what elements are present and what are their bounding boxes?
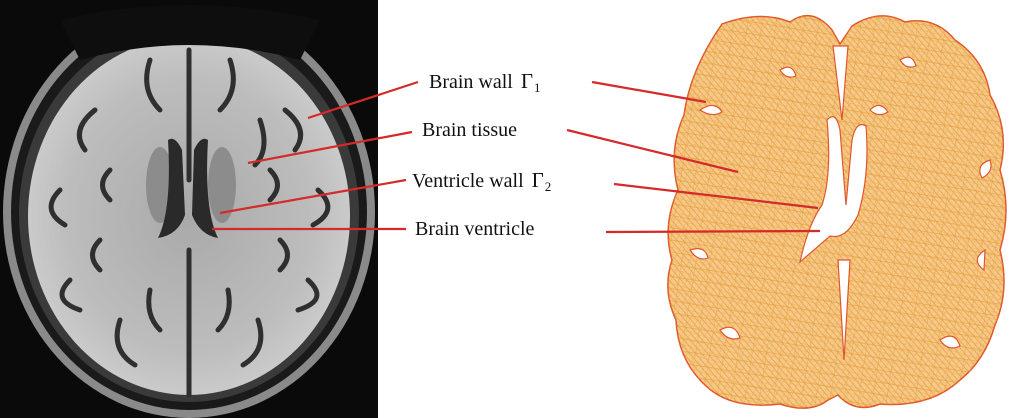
label-ventricle-wall-subscript: 2: [545, 179, 552, 194]
label-brain-wall-symbol: Γ: [521, 69, 533, 93]
label-ventricle-wall-text: Ventricle wall: [412, 170, 524, 192]
mesh-image: [668, 16, 1006, 409]
label-brain-wall-text: Brain wall: [429, 71, 513, 93]
label-ventricle-wall-symbol: Γ: [532, 168, 544, 192]
label-brain-tissue-text: Brain tissue: [422, 119, 517, 141]
label-brain-ventricle-text: Brain ventricle: [415, 218, 534, 240]
leader-brain-ventricle-right: [606, 231, 820, 232]
label-brain-tissue: Brain tissue: [422, 120, 517, 140]
label-ventricle-wall: Ventricle wall Γ2: [412, 170, 551, 193]
label-brain-ventricle: Brain ventricle: [415, 219, 534, 239]
label-brain-wall-subscript: 1: [534, 80, 541, 95]
mri-image: [0, 0, 378, 418]
label-brain-wall: Brain wall Γ1: [429, 71, 541, 94]
